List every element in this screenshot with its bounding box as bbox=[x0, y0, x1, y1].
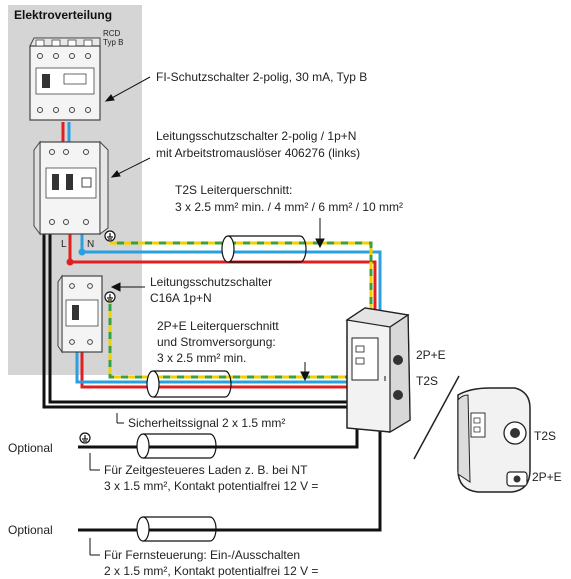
ls-label-line-2: mit Arbeitstromauslöser 406276 (links) bbox=[156, 146, 360, 160]
socket-2pe-label: 2P+E bbox=[416, 348, 446, 362]
callout-arrows bbox=[89, 76, 386, 556]
terminal-n-label: N bbox=[87, 239, 94, 250]
wire-optional-remote bbox=[78, 428, 382, 532]
pe-label-line-3: 3 x 2.5 mm² min. bbox=[157, 351, 246, 365]
wallbox-icon bbox=[345, 307, 411, 434]
terminal-l-label: L bbox=[61, 239, 67, 250]
wire-earth-socket bbox=[108, 297, 347, 379]
timed-label-line-1: Für Zeitgesteueres Laden z. B. bei NT bbox=[104, 463, 308, 477]
right-2pe-label: 2P+E bbox=[532, 470, 562, 484]
pe-label-line-1: 2P+E Leiterquerschnitt bbox=[157, 319, 279, 333]
circuit-breaker-icon bbox=[33, 140, 109, 236]
remote-label-line-1: Für Fernsteuerung: Ein-/Ausschalten bbox=[104, 548, 300, 562]
c16a-label-line-2: C16A 1p+N bbox=[150, 291, 212, 305]
cable-sleeves bbox=[136, 235, 307, 542]
divider-slash bbox=[413, 375, 460, 460]
optional-label-1: Optional bbox=[8, 441, 53, 455]
c16a-label-line-1: Leitungsschutzschalter bbox=[150, 275, 272, 289]
timed-label-line-2: 3 x 1.5 mm², Kontakt potentialfrei 12 V … bbox=[104, 479, 318, 493]
t2s-cross-section-line-2: 3 x 2.5 mm² min. / 4 mm² / 6 mm² / 10 mm… bbox=[175, 200, 403, 214]
rcd-device-icon bbox=[29, 37, 101, 121]
wire-safety-signal-1 bbox=[42, 180, 347, 409]
earth-symbol-icon bbox=[79, 230, 116, 444]
wire-safety-signal-2 bbox=[48, 180, 347, 404]
t2s-cross-section-line-1: T2S Leiterquerschnitt: bbox=[175, 183, 292, 197]
wire-optional-timed bbox=[78, 428, 359, 449]
small-breaker-icon bbox=[57, 274, 103, 354]
wire-phase-main bbox=[68, 233, 377, 312]
socket-t2s-label: T2S bbox=[416, 374, 438, 388]
wire-earth-t2s bbox=[110, 241, 373, 312]
rcd-tag-line-2: Typ B bbox=[103, 38, 123, 47]
right-t2s-label: T2S bbox=[534, 429, 556, 443]
device-link-wires bbox=[61, 122, 71, 142]
pe-label-line-2: und Stromversorgung: bbox=[157, 335, 276, 349]
remote-label-line-2: 2 x 1.5 mm², Kontakt potentialfrei 12 V … bbox=[104, 564, 318, 578]
wallbox-side-icon bbox=[457, 387, 531, 493]
safety-signal-label: Sicherheitssignal 2 x 1.5 mm² bbox=[128, 416, 285, 430]
fi-label: FI-Schutzschalter 2-polig, 30 mA, Typ B bbox=[156, 70, 367, 84]
optional-label-2: Optional bbox=[8, 523, 53, 537]
panel-title: Elektroverteilung bbox=[14, 8, 112, 22]
ls-label-line-1: Leitungsschutzschalter 2-polig / 1p+N bbox=[156, 129, 356, 143]
rcd-tag-line-1: RCD bbox=[103, 29, 121, 38]
junction-dots bbox=[66, 248, 86, 266]
